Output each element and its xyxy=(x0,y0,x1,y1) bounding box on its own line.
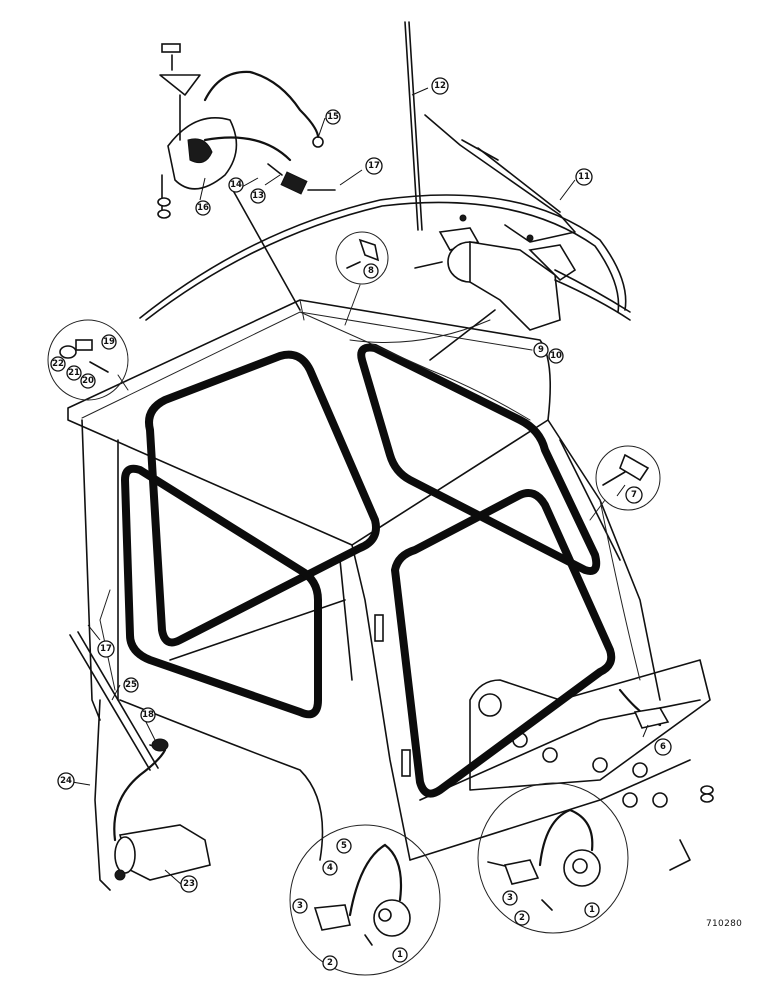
svg-text:10: 10 xyxy=(550,351,562,361)
wiper-motor-side xyxy=(113,748,211,881)
svg-text:24: 24 xyxy=(60,776,72,786)
svg-text:7: 7 xyxy=(631,490,637,500)
clip-inset-8 xyxy=(335,231,389,326)
callout-24: 24 xyxy=(57,772,75,790)
cab-body xyxy=(67,299,711,871)
svg-text:21: 21 xyxy=(68,368,80,378)
svg-text:22: 22 xyxy=(52,359,64,369)
callout-6: 6 xyxy=(654,738,672,756)
callout-8: 8 xyxy=(363,263,379,279)
svg-text:25: 25 xyxy=(125,680,137,690)
svg-text:2: 2 xyxy=(327,958,333,968)
callout-14: 14 xyxy=(228,177,244,193)
callout-leaders xyxy=(71,87,649,886)
side-wiper xyxy=(69,631,169,891)
svg-text:17: 17 xyxy=(368,161,380,171)
svg-text:1: 1 xyxy=(397,950,403,960)
callout-23: 23 xyxy=(180,875,198,893)
callout-18: 18 xyxy=(140,707,156,723)
callout-11: 11 xyxy=(575,168,593,186)
svg-text:3: 3 xyxy=(297,901,303,911)
svg-text:11: 11 xyxy=(578,172,590,182)
nut xyxy=(700,785,714,795)
svg-text:8: 8 xyxy=(368,266,374,276)
callout-21: 21 xyxy=(66,365,82,381)
callout-15: 15 xyxy=(325,109,341,125)
callout-17b: 17 xyxy=(97,640,115,658)
svg-text:16: 16 xyxy=(197,203,209,213)
window-gaskets xyxy=(121,343,616,798)
callout-20: 20 xyxy=(80,373,96,389)
callout-25: 25 xyxy=(123,677,139,693)
callout-10: 10 xyxy=(548,348,564,364)
svg-text:5: 5 xyxy=(341,841,347,851)
svg-text:19: 19 xyxy=(103,337,115,347)
clip-inset-7 xyxy=(589,445,661,521)
callout-3b: 3 xyxy=(502,890,518,906)
svg-text:6: 6 xyxy=(660,742,666,752)
horn-assembly xyxy=(157,43,336,219)
switch-inset-left xyxy=(289,824,441,976)
callout-17a: 17 xyxy=(365,157,383,175)
callout-2b: 2 xyxy=(514,910,530,926)
switch-inset-right xyxy=(477,782,629,934)
svg-text:23: 23 xyxy=(183,879,195,889)
svg-text:1: 1 xyxy=(589,905,595,915)
svg-text:17: 17 xyxy=(100,644,112,654)
callout-3a: 3 xyxy=(292,898,308,914)
lamp-socket xyxy=(633,707,670,729)
callout-1b: 1 xyxy=(584,902,600,918)
callout-4: 4 xyxy=(322,860,338,876)
svg-text:9: 9 xyxy=(538,345,544,355)
callout-5: 5 xyxy=(336,838,352,854)
reference-code: 710280 xyxy=(706,919,743,929)
front-wiper xyxy=(404,21,576,243)
clip-inset-left xyxy=(47,319,129,401)
svg-text:12: 12 xyxy=(434,81,446,91)
callout-12: 12 xyxy=(431,77,449,95)
svg-text:13: 13 xyxy=(252,191,264,201)
svg-text:18: 18 xyxy=(142,710,154,720)
svg-text:4: 4 xyxy=(327,863,333,873)
callout-2a: 2 xyxy=(322,955,338,971)
callout-16: 16 xyxy=(195,200,211,216)
wiring-harness xyxy=(99,184,662,727)
svg-text:15: 15 xyxy=(327,112,339,122)
callout-9: 9 xyxy=(533,342,549,358)
callout-1a: 1 xyxy=(392,947,408,963)
callout-22: 22 xyxy=(50,356,66,372)
wiper-motor-front xyxy=(414,214,631,361)
callout-7: 7 xyxy=(625,486,643,504)
callout-19: 19 xyxy=(101,334,117,350)
svg-text:14: 14 xyxy=(230,180,242,190)
callout-13: 13 xyxy=(250,188,266,204)
svg-text:2: 2 xyxy=(519,913,525,923)
nut xyxy=(700,793,714,803)
svg-text:20: 20 xyxy=(82,376,94,386)
svg-text:3: 3 xyxy=(507,893,513,903)
